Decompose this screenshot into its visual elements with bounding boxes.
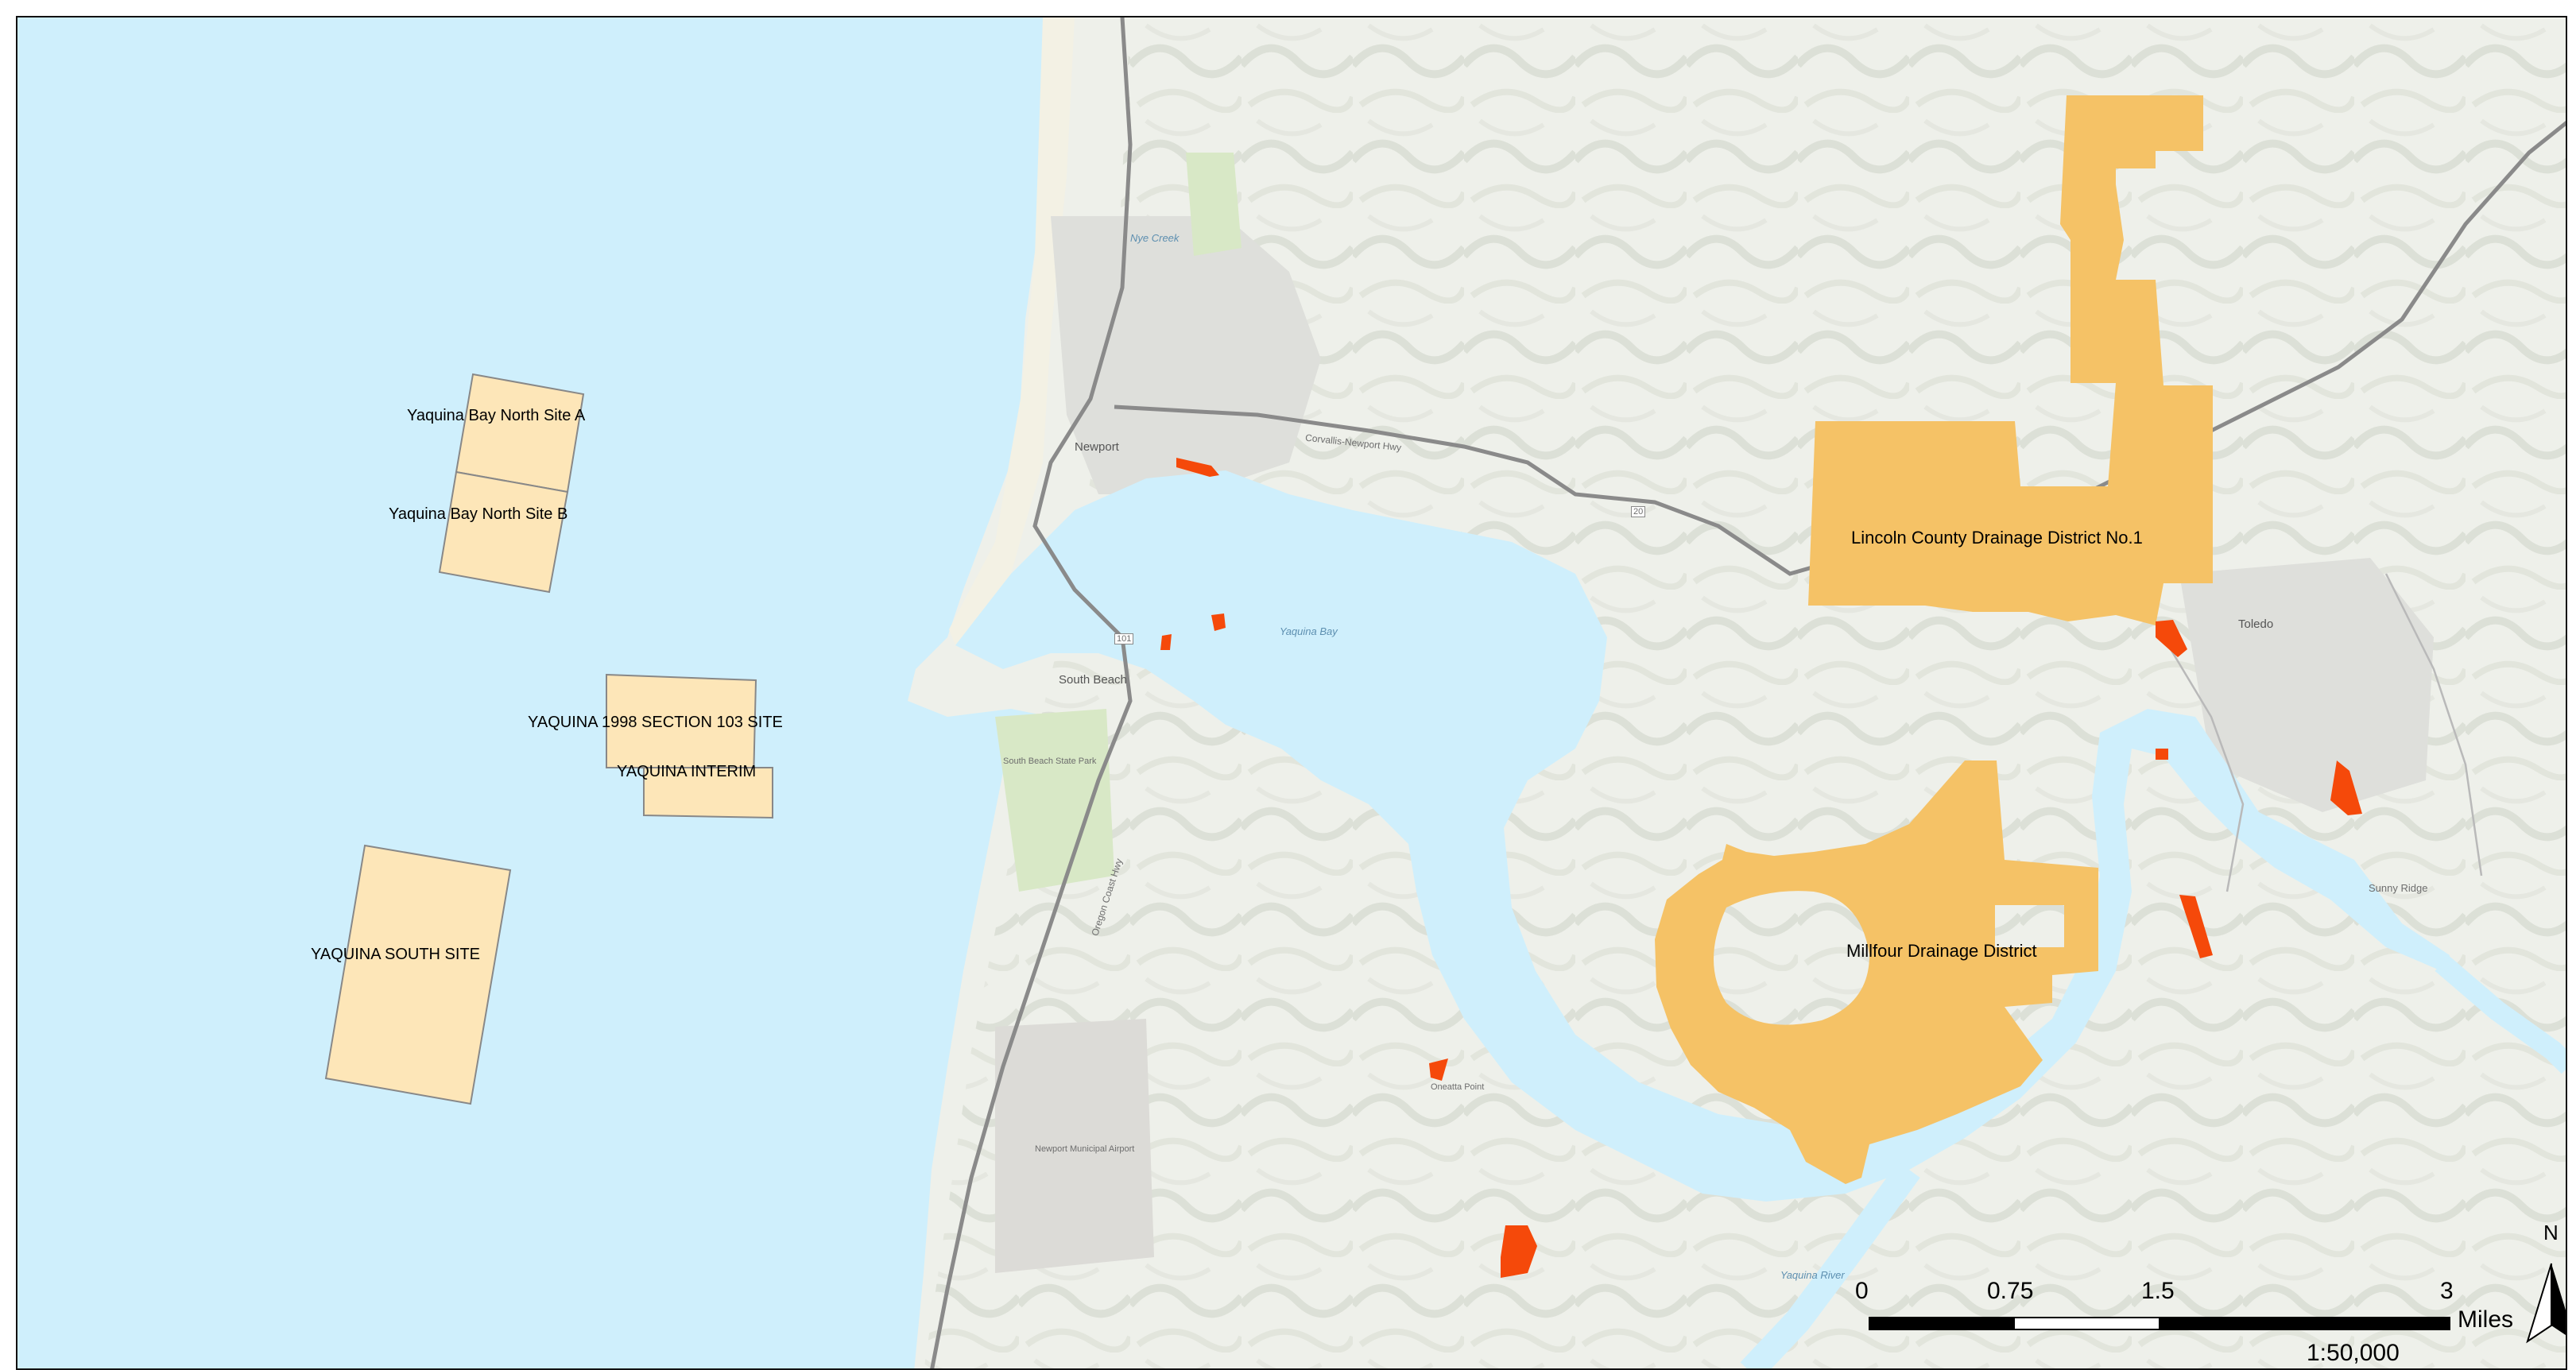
yaquina-river-lower — [1740, 1162, 1920, 1368]
north-arrow-letter: N — [2543, 1221, 2559, 1244]
place-newport: Newport — [1075, 440, 1119, 454]
place-yaquina-river: Yaquina River — [1780, 1269, 1845, 1281]
scale-bar — [1869, 1317, 2450, 1330]
district-label-millfour: Millfour Drainage District — [1846, 941, 2037, 961]
dredge-area-7[interactable] — [2179, 895, 2213, 958]
dredge-area-9[interactable] — [1501, 1225, 1537, 1278]
park-green — [1186, 153, 1242, 256]
site-north-b-shape[interactable] — [438, 470, 569, 594]
site-interim-shape[interactable] — [643, 767, 773, 819]
district-millfour-shape[interactable] — [1655, 760, 2098, 1184]
urban-newport — [1051, 216, 1321, 494]
site-north-a-shape[interactable] — [455, 373, 585, 493]
place-south-beach-state-park: South Beach State Park — [1003, 757, 1097, 766]
scale-segment-2 — [2013, 1317, 2160, 1330]
site-label-interim: YAQUINA INTERIM — [617, 763, 757, 780]
district-label-lincoln: Lincoln County Drainage District No.1 — [1851, 528, 2143, 548]
map-canvas[interactable] — [17, 17, 2567, 1370]
place-oneatta-point: Oneatta Point — [1431, 1082, 1485, 1092]
district-lincoln-shape[interactable] — [1808, 95, 2213, 625]
dredge-area-4[interactable] — [2156, 620, 2187, 657]
place-yaquina-bay: Yaquina Bay — [1280, 625, 1338, 637]
scale-tick-0: 0 — [1855, 1278, 1869, 1304]
place-toledo: Toledo — [2238, 617, 2274, 631]
dredge-area-3[interactable] — [1160, 634, 1172, 650]
north-arrow — [2526, 1263, 2566, 1344]
highway-101 — [930, 17, 1133, 1368]
scale-units: Miles — [2458, 1306, 2514, 1333]
site-south-shape[interactable] — [324, 844, 512, 1105]
state-park-green — [995, 709, 1114, 892]
place-sunny-ridge: Sunny Ridge — [2369, 882, 2428, 894]
place-newport-airport: Newport Municipal Airport — [1035, 1144, 1135, 1154]
place-nye-creek: Nye Creek — [1130, 232, 1180, 244]
scale-tick-1-5: 1.5 — [2141, 1278, 2175, 1304]
shield-highway-20: 20 — [1631, 506, 1646, 517]
dredge-area-1[interactable] — [1176, 458, 1219, 477]
scale-ratio: 1:50,000 — [2307, 1340, 2400, 1366]
beach — [949, 17, 1075, 645]
local-road-2 — [2384, 573, 2483, 877]
shield-highway-101: 101 — [1114, 633, 1134, 644]
scale-segment-1 — [1869, 1318, 2014, 1329]
site-label-section-103: YAQUINA 1998 SECTION 103 SITE — [528, 714, 783, 731]
map-frame[interactable]: Yaquina Bay North Site A Yaquina Bay Nor… — [16, 16, 2567, 1370]
site-label-north-b: Yaquina Bay North Site B — [389, 505, 568, 523]
site-label-south: YAQUINA SOUTH SITE — [311, 946, 480, 963]
yaquina-bay — [955, 470, 2450, 1202]
urban-toledo — [2179, 558, 2434, 812]
dredge-area-8[interactable] — [1429, 1058, 1448, 1081]
dredge-area-5[interactable] — [2156, 749, 2168, 760]
dredge-area-2[interactable] — [1211, 613, 1226, 631]
place-south-beach: South Beach — [1059, 673, 1127, 687]
scale-tick-0-75: 0.75 — [1987, 1278, 2034, 1304]
airport — [995, 1019, 1154, 1273]
local-road-1 — [2162, 637, 2245, 892]
yaquina-river-upper — [2435, 955, 2566, 1074]
dredge-area-6[interactable] — [2330, 760, 2362, 815]
scale-tick-3: 3 — [2440, 1278, 2454, 1304]
scale-segment-3 — [2160, 1318, 2450, 1329]
site-label-north-a: Yaquina Bay North Site A — [407, 407, 586, 424]
